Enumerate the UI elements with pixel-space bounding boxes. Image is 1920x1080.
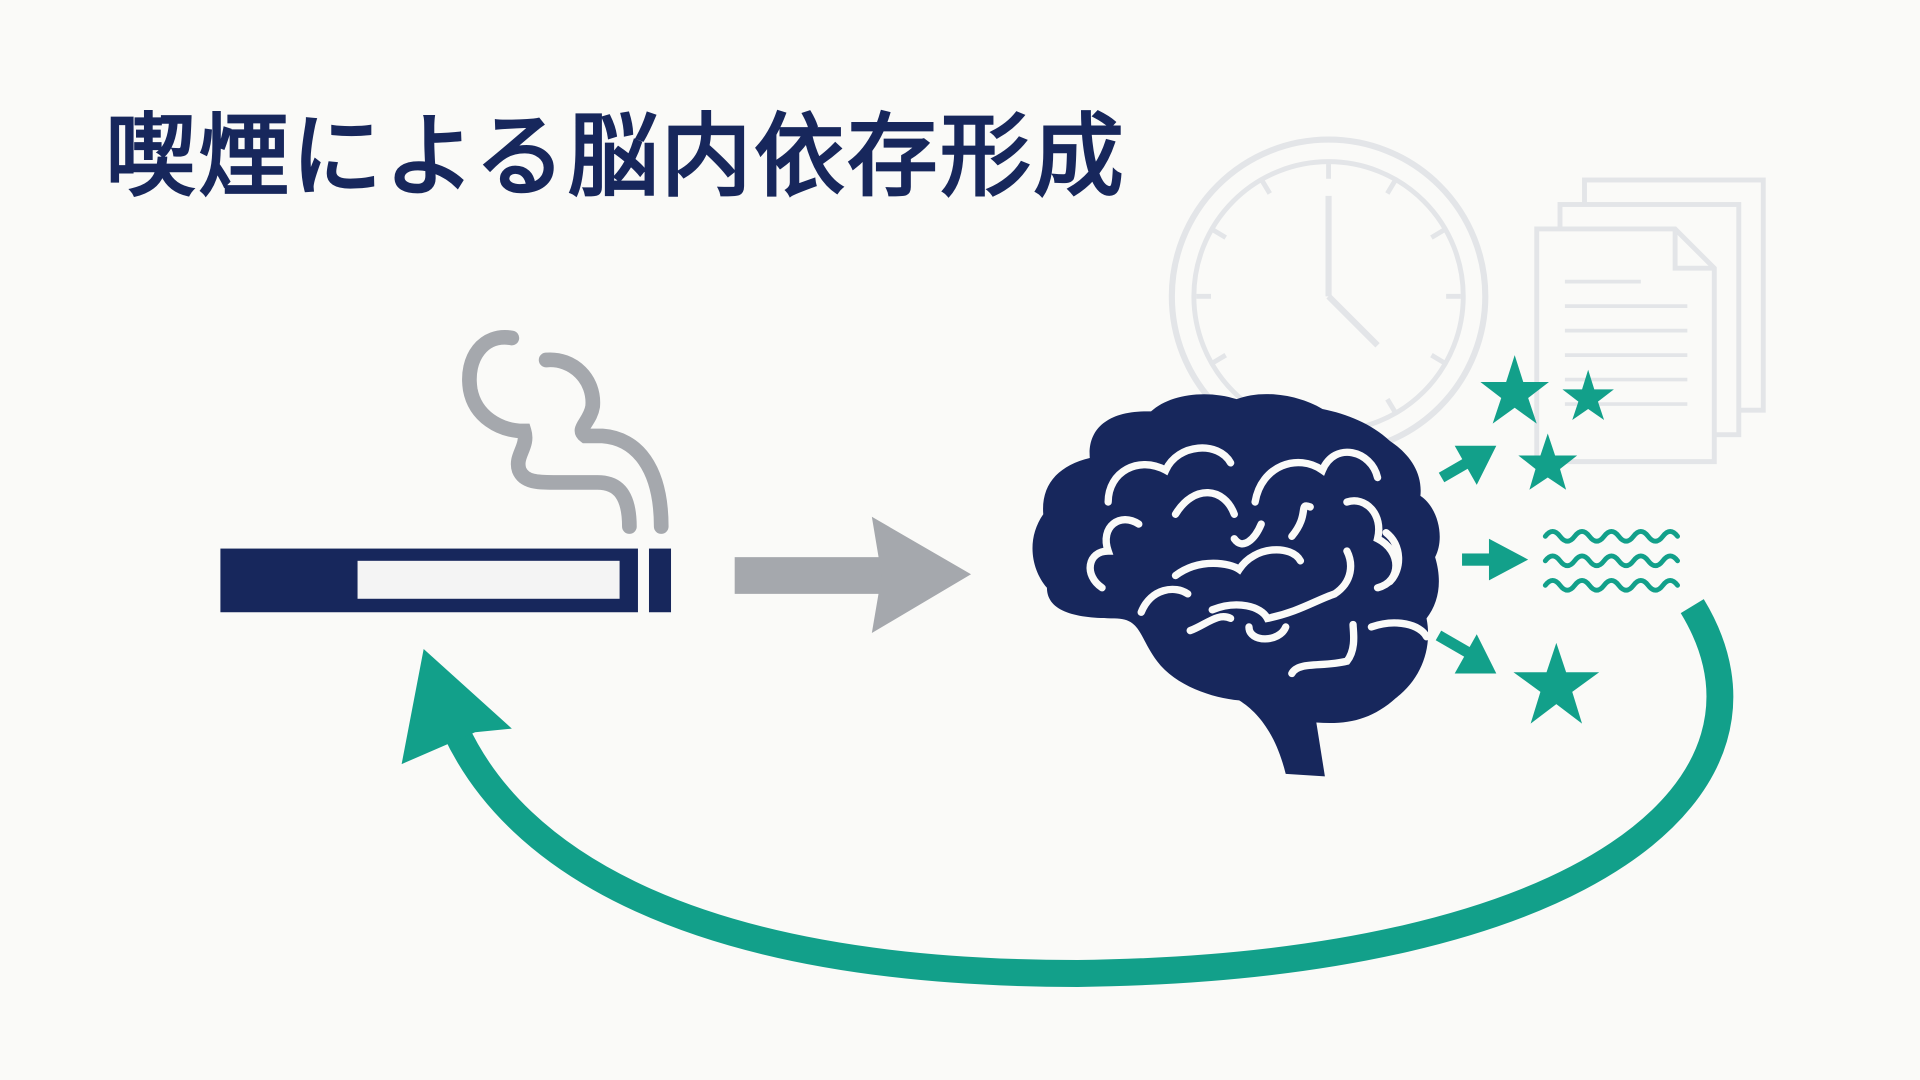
- brain-icon: [1032, 394, 1440, 777]
- smoke-icon: [462, 330, 669, 534]
- documents-icon: [1534, 177, 1766, 465]
- star-icon: [1480, 355, 1614, 724]
- cycle-arrow-icon: [401, 599, 1734, 987]
- arrow-right-icon: [1435, 445, 1529, 674]
- arrow-right-icon: [734, 516, 972, 634]
- diagram-title: 喫煙による脳内依存形成: [105, 104, 1126, 209]
- wave-icon: [1542, 529, 1680, 593]
- reward-signals: [1435, 355, 1680, 724]
- cigarette-icon: [220, 548, 672, 613]
